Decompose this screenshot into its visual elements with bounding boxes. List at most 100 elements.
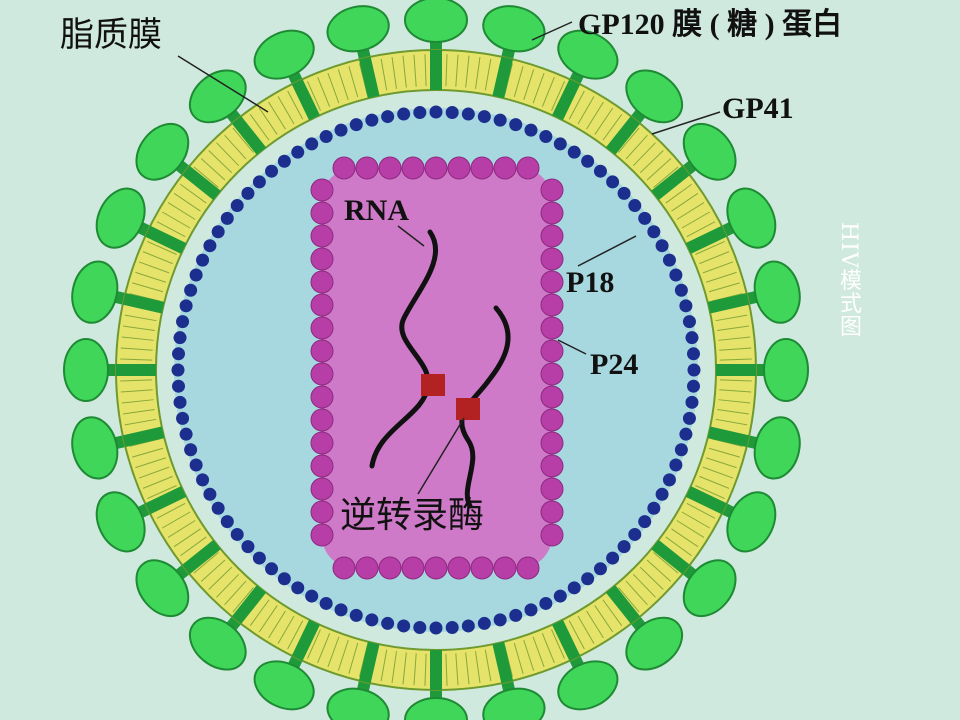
p18-bead [493, 613, 507, 627]
gp120-knob [404, 697, 468, 720]
lipid-tail [249, 599, 270, 626]
p24-bead [540, 270, 564, 294]
lipid-tail [455, 653, 459, 686]
p18-bead [679, 427, 693, 441]
gp41-transmembrane [145, 225, 187, 254]
p24-bead [310, 362, 334, 386]
gp41-transmembrane [231, 116, 267, 155]
gp41-transmembrane [492, 56, 514, 99]
lipid-tail [586, 610, 604, 639]
leader-lines [177, 21, 721, 495]
lipid-tail [665, 536, 692, 557]
lipid-tail [216, 142, 240, 167]
lipid-tail [124, 314, 157, 322]
gp41-transmembrane [707, 426, 750, 448]
p18-bead [674, 283, 688, 297]
gp120-knob [625, 69, 684, 124]
p18-bead [381, 110, 395, 124]
p24-bead [310, 224, 334, 248]
lipid-tail [513, 66, 524, 98]
lipid-tail [646, 158, 672, 181]
lipid-tail [653, 166, 679, 188]
p24-bead [310, 178, 334, 202]
lipid-tail [348, 642, 359, 674]
p24-bead [332, 556, 356, 580]
rna-strand-1 [369, 229, 438, 469]
p18-bead [291, 145, 305, 159]
p24-bead [516, 556, 540, 580]
p24-bead [310, 431, 334, 455]
lipid-tail [618, 587, 640, 613]
gp41-transmembrane [552, 619, 581, 661]
lipid-tail [715, 418, 748, 426]
lipid-tail [208, 150, 233, 174]
gp120-knob [253, 29, 315, 80]
lipid-tail [135, 457, 167, 469]
lipid-membrane [115, 49, 757, 691]
p18-bead [189, 268, 203, 282]
p18-bead [265, 562, 279, 576]
gp120-knob [482, 5, 546, 53]
lipid-tail [632, 142, 656, 167]
p18-bead [539, 130, 553, 144]
p18-bead [606, 175, 620, 189]
lipid-tail [258, 107, 278, 135]
lipid-tail [120, 347, 153, 351]
lipid-tail [671, 192, 699, 212]
p18-bead [429, 105, 443, 119]
p18-bead [679, 299, 693, 313]
p24-bead [332, 156, 356, 180]
p18-bead [638, 211, 652, 225]
lipid-tail [718, 399, 751, 404]
p24-bead [470, 156, 494, 180]
p18-bead [252, 175, 266, 189]
p18-bead [241, 540, 255, 554]
lipid-tail [216, 573, 240, 598]
p18-bead [669, 458, 683, 472]
gp120-knob [726, 187, 777, 249]
p18-bead [662, 473, 676, 487]
reverse-transcriptase-label: 逆转录酶 [340, 495, 485, 536]
lipid-tail [224, 580, 247, 606]
lipid-tail [475, 57, 481, 89]
p24-bead [401, 156, 425, 180]
lipid-tail [380, 649, 388, 682]
p18-bead [413, 620, 427, 634]
lipid-tail [719, 379, 752, 382]
p24-bead [424, 156, 448, 180]
lipid-tail [307, 81, 321, 111]
p18-bead [211, 225, 225, 239]
lipid-tail [719, 358, 752, 361]
p24-bead [540, 385, 564, 409]
p18-bead [220, 515, 234, 529]
p18-bead [655, 487, 669, 501]
p18-bead [493, 113, 507, 127]
lipid-tail [639, 566, 664, 590]
lipid-tail [138, 466, 170, 479]
p24-bead [540, 201, 564, 225]
gp41-transmembrane [358, 56, 380, 99]
lipid-tail [632, 573, 656, 598]
p24-bead [378, 156, 402, 180]
p18-bead [581, 572, 595, 586]
lipid-tail [586, 101, 604, 130]
gp120-knob [753, 260, 801, 324]
gp41-transmembrane [685, 225, 727, 254]
lipid-tail [717, 409, 749, 415]
p24-capsid [322, 168, 552, 568]
lipid-tail [277, 96, 295, 125]
p18-bead [674, 443, 688, 457]
p24-bead [378, 556, 402, 580]
p18-label: P18 [566, 266, 615, 299]
lipid-tail [465, 55, 470, 88]
lipid-tail [424, 653, 427, 686]
lipid-tail [268, 101, 286, 130]
lipid-tail [142, 475, 173, 489]
p18-bead [171, 363, 185, 377]
p18-bead [647, 501, 661, 515]
p24-bead [310, 500, 334, 524]
p18-bead [397, 619, 411, 633]
lipid-tail [717, 325, 749, 331]
p18-bead [669, 268, 683, 282]
p18-bead [349, 608, 363, 622]
